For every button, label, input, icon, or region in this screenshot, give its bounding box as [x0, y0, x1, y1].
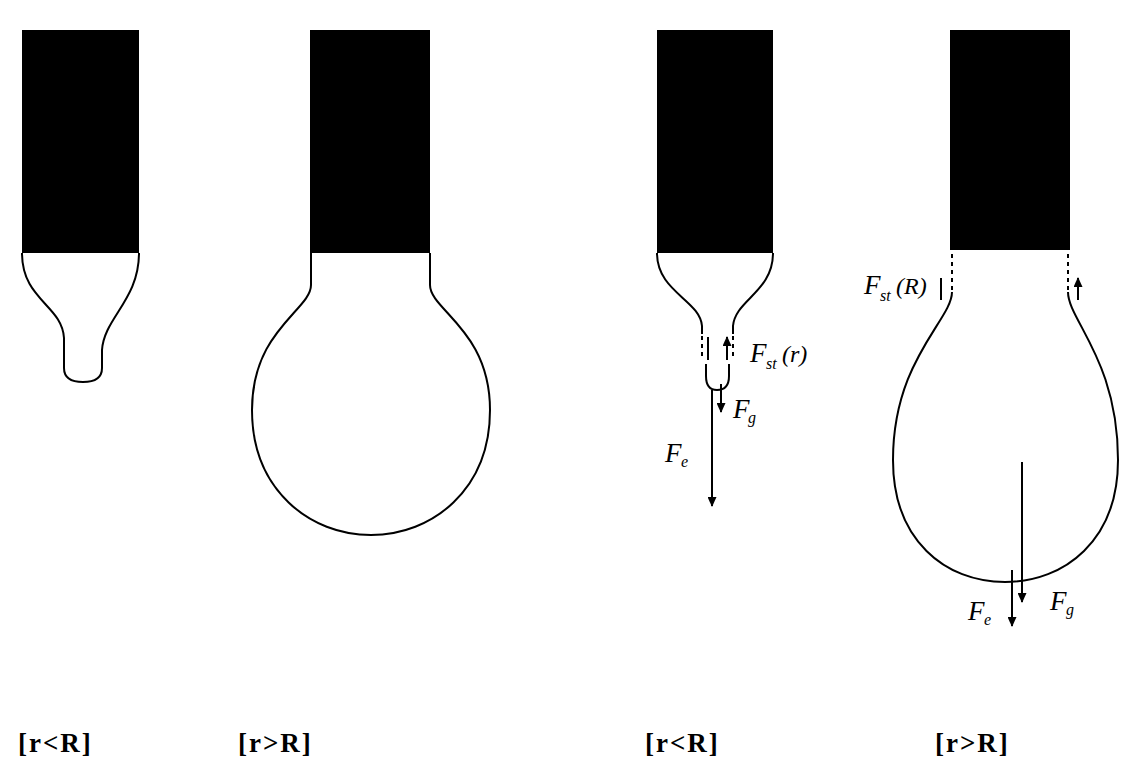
break-line — [702, 336, 733, 360]
force-symbol: F — [968, 598, 985, 625]
force-subscript: e — [984, 612, 991, 628]
force-subscript: g — [748, 410, 756, 426]
break-line — [952, 254, 1068, 290]
case-label: [r>R] — [935, 730, 1010, 757]
drop-outline — [893, 292, 1118, 582]
force-subscript: st — [766, 356, 777, 372]
force-subscript: g — [1066, 602, 1074, 618]
force-arrow — [1011, 570, 1013, 626]
force-arrow — [708, 337, 727, 360]
force-arrow — [941, 278, 1078, 300]
capillary-tube — [950, 30, 1070, 250]
force-arrow — [1021, 462, 1023, 602]
force-subscript: e — [681, 454, 688, 470]
force-symbol: F — [750, 340, 767, 367]
force-symbol: F — [733, 396, 750, 423]
capillary-tube — [657, 30, 773, 253]
neck-outline — [733, 253, 773, 334]
force-symbol: F — [864, 272, 881, 299]
capillary-tube — [22, 30, 139, 253]
capillary-tube — [310, 30, 430, 253]
neck-outline — [657, 253, 702, 334]
case-label: [r>R] — [238, 730, 313, 757]
drop-outline — [22, 253, 139, 382]
force-argument: (R) — [896, 274, 927, 298]
force-symbol: F — [1050, 588, 1067, 615]
force-subscript: st — [880, 288, 891, 304]
force-arrow — [711, 390, 713, 506]
detaching-droplet — [706, 364, 729, 390]
force-argument: (r) — [782, 342, 807, 366]
force-symbol: F — [665, 440, 682, 467]
drop-outline — [252, 253, 490, 535]
case-label: [r<R] — [18, 730, 93, 757]
case-label: [r<R] — [645, 730, 720, 757]
force-arrow — [720, 384, 722, 412]
